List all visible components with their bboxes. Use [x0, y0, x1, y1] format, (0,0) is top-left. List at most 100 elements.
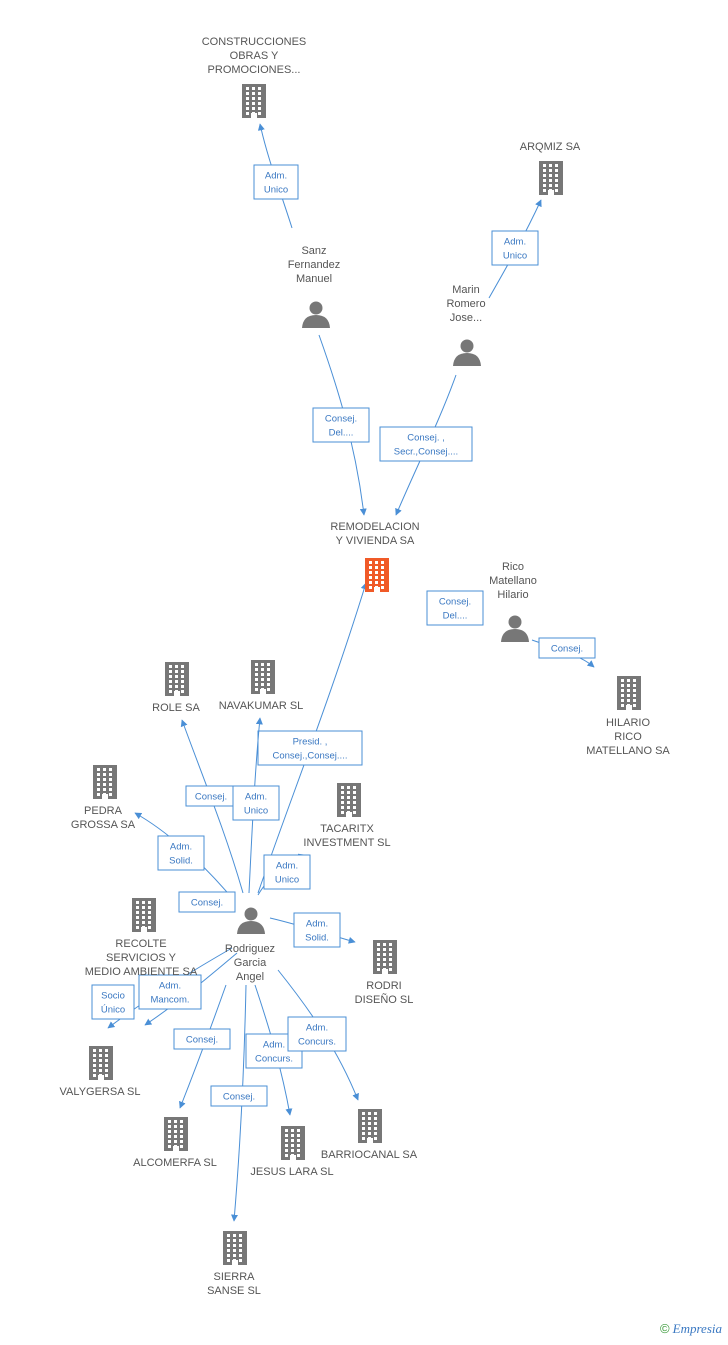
node-navakumar[interactable]: NAVAKUMAR SL	[219, 660, 304, 712]
edge-rodriguez-tacaritx[interactable]: Adm. Unico	[257, 853, 311, 896]
edge-rico-remodelacion[interactable]: Consej. Del....	[426, 590, 484, 626]
edge-marin-arqmiz[interactable]: Adm. Unico	[488, 199, 542, 299]
node-label: HILARIO	[606, 717, 650, 729]
node-jesus-lara[interactable]: JESUS LARA SL	[250, 1126, 334, 1178]
node-marin[interactable]: MarinRomeroJose...	[446, 284, 486, 366]
edge-marin-remodelacion[interactable]: Consej. ,Secr.,Consej....	[379, 374, 473, 516]
node-label: DISEÑO SL	[355, 993, 414, 1006]
node-label: OBRAS Y	[230, 50, 279, 62]
edge-label-box	[91, 984, 135, 1020]
edge-label-box	[138, 974, 202, 1010]
edge-label-box	[253, 164, 299, 200]
edge-label-text: Unico	[275, 875, 299, 886]
edge-label-box	[426, 590, 484, 626]
node-label: BARRIOCANAL SA	[321, 1149, 418, 1161]
edge-label-box	[173, 1028, 231, 1050]
edge-label-text: Solid.	[305, 933, 329, 944]
node-label: CONSTRUCCIONES	[202, 36, 307, 48]
node-label: Rico	[502, 561, 524, 573]
node-alcomerfa[interactable]: ALCOMERFA SL	[133, 1117, 217, 1169]
node-label: RICO	[614, 731, 642, 743]
node-label: INVESTMENT SL	[303, 837, 390, 849]
node-label: ROLE SA	[152, 702, 200, 714]
edge-label-text: Unico	[503, 251, 527, 262]
building-icon	[164, 1117, 188, 1151]
node-label: Angel	[236, 971, 264, 983]
edge-rodriguez-role[interactable]: Consej.	[180, 719, 244, 894]
edge-label-text: Consej.	[191, 898, 223, 909]
node-label: Garcia	[234, 957, 267, 969]
edge-label-box	[491, 230, 539, 266]
edge-label-text: Consej.,Consej....	[273, 751, 348, 762]
edge-label-text: Adm.	[276, 861, 298, 872]
edge-label-box	[157, 835, 205, 871]
edge-label-text: Mancom.	[150, 995, 189, 1006]
node-label: Rodriguez	[225, 943, 275, 955]
node-label: VALYGERSA SL	[60, 1086, 141, 1098]
edge-label-box	[210, 1085, 268, 1107]
edge-rodriguez-recolte[interactable]: Consej.	[178, 891, 236, 913]
edge-label-text: Secr.,Consej....	[394, 447, 458, 458]
node-valygersa[interactable]: VALYGERSA SL	[60, 1046, 141, 1098]
edge-label-box	[287, 1016, 347, 1052]
edge-rodriguez-remodelacion[interactable]: Presid. , Consej.,Consej....	[257, 582, 368, 894]
edge-label-box	[538, 637, 596, 659]
building-icon	[539, 161, 563, 195]
node-label: RODRI	[366, 980, 401, 992]
edge-label-text: Socio	[101, 991, 125, 1002]
edge-label-text: Consej.	[551, 644, 583, 655]
edge-rodriguez-navakumar[interactable]: Adm.Unico	[232, 717, 280, 894]
node-arqmiz[interactable]: ARQMIZ SA	[520, 141, 581, 195]
edge-label-text: Concurs.	[298, 1037, 336, 1048]
building-icon	[337, 783, 361, 817]
copyright-icon: ©	[660, 1321, 670, 1336]
edge-label-text: Unico	[264, 185, 288, 196]
node-barriocanal[interactable]: BARRIOCANAL SA	[321, 1109, 418, 1161]
building-icon	[89, 1046, 113, 1080]
person-icon	[453, 339, 481, 366]
edge-rico-hilario[interactable]: Consej.	[531, 637, 596, 668]
node-label: TACARITX	[320, 823, 374, 835]
person-icon	[501, 615, 529, 642]
building-icon	[365, 558, 389, 592]
node-label: Marin	[452, 284, 480, 296]
node-role[interactable]: ROLE SA	[152, 662, 201, 714]
node-label: PEDRA	[84, 805, 123, 817]
edge-rodriguez-valygersa-mancom[interactable]: Adm. Mancom.	[138, 952, 238, 1026]
node-label: Hilario	[497, 589, 528, 601]
edge-rodriguez-pedra[interactable]: Adm.Solid.	[134, 812, 233, 899]
node-pedra[interactable]: PEDRA GROSSA SA	[71, 765, 136, 831]
edge-rodriguez-alcomerfa[interactable]: Consej.	[173, 984, 231, 1109]
node-label: Sanz	[301, 245, 326, 257]
edge-label-text: Presid. ,	[293, 737, 328, 748]
edge-label-text: Adm.	[159, 981, 181, 992]
edge-label-text: Consej.	[186, 1035, 218, 1046]
edge-sanz-construcciones[interactable]: Adm. Unico	[253, 123, 299, 229]
edge-label-box	[263, 854, 311, 890]
edge-label-text: Adm.	[504, 237, 526, 248]
edge-label-text: Del....	[443, 611, 468, 622]
node-label: GROSSA SA	[71, 819, 136, 831]
edge-rodriguez-barriocanal[interactable]: Adm. Concurs.	[277, 969, 359, 1101]
edge-sanz-remodelacion[interactable]: Consej.Del....	[312, 334, 370, 516]
edge-label-text: Adm.	[306, 1023, 328, 1034]
empresia-watermark[interactable]: ©Empresia	[660, 1321, 722, 1337]
edge-rodriguez-sierra[interactable]: Consej.	[210, 984, 268, 1222]
edge-label-text: Adm.	[265, 171, 287, 182]
node-label: Romero	[446, 298, 485, 310]
edge-label-text: Consej.	[439, 597, 471, 608]
edge-label-text: Único	[101, 1005, 125, 1016]
edge-rodriguez-rodri[interactable]: Adm.Solid.	[269, 912, 356, 948]
node-tacaritx[interactable]: TACARITX INVESTMENT SL	[303, 783, 391, 849]
